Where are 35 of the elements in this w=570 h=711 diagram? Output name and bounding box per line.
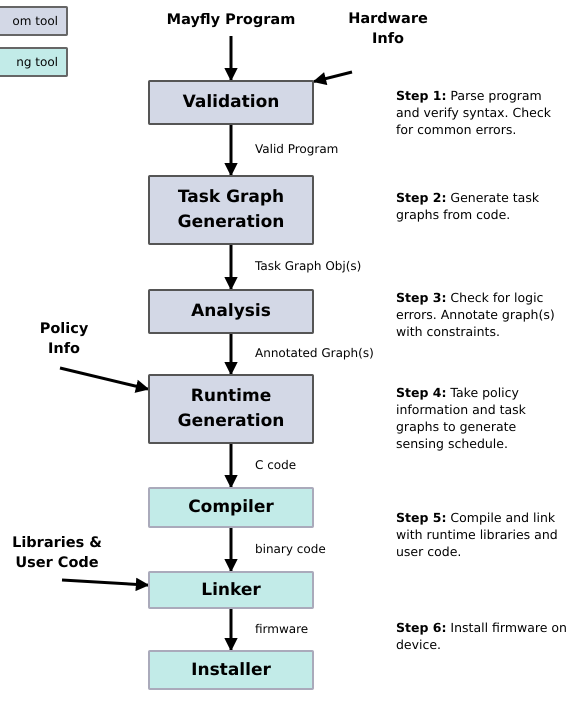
arrow	[224, 609, 238, 652]
edge-label: firmware	[253, 622, 310, 636]
arrow	[312, 70, 352, 86]
arrow	[224, 444, 238, 488]
edge-label: Task Graph Obj(s)	[253, 259, 364, 273]
process-box: Validation	[148, 80, 314, 125]
edge-label: binary code	[253, 542, 328, 556]
input-label: Policy Info	[28, 318, 100, 362]
arrow	[60, 366, 150, 393]
edge-label: Valid Program	[253, 142, 340, 156]
step-note: Step 2: Generate task graphs from code.	[396, 190, 540, 224]
arrow	[224, 245, 238, 290]
edge-label: Annotated Graph(s)	[253, 346, 376, 360]
process-box: Runtime Generation	[148, 374, 314, 444]
input-label: Libraries & User Code	[4, 532, 110, 576]
step-note: Step 1: Parse program and verify syntax. Check for common errors.	[396, 88, 552, 139]
step-note: Step 6: Install firmware on device.	[396, 620, 568, 654]
arrow	[224, 528, 238, 572]
legend-swatch: om tool	[0, 6, 68, 36]
step-note: Step 4: Take policy information and task graphs to generate sensing schedule.	[396, 385, 527, 452]
legend-swatch: ng tool	[0, 47, 68, 77]
step-note: Step 3: Check for logic errors. Annotate graph(s) with constraints.	[396, 290, 556, 341]
arrow	[62, 578, 150, 592]
arrow	[224, 36, 238, 82]
step-note: Step 5: Compile and link with runtime libraries and user code.	[396, 510, 559, 561]
input-label: Mayfly Program	[160, 8, 302, 34]
process-box: Task Graph Generation	[148, 175, 314, 245]
arrow	[224, 125, 238, 176]
edge-label: C code	[253, 458, 298, 472]
process-box: Analysis	[148, 289, 314, 334]
process-box: Installer	[148, 650, 314, 690]
input-label: Hardware Info	[348, 8, 428, 52]
process-box: Compiler	[148, 487, 314, 528]
process-box: Linker	[148, 571, 314, 609]
arrow	[224, 334, 238, 376]
